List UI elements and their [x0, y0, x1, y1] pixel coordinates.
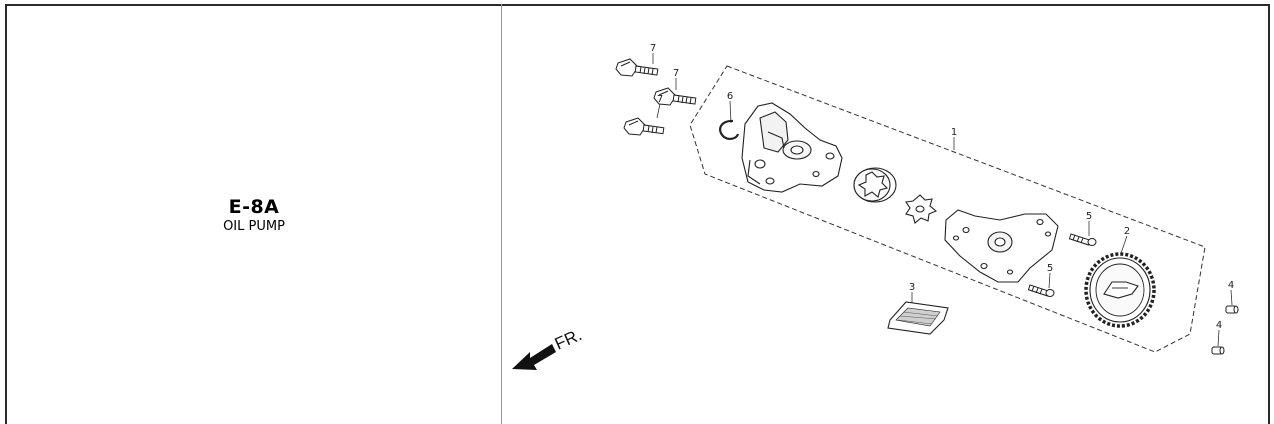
callout-2: 2 [1124, 226, 1130, 237]
callout-4-upper: 4 [1228, 280, 1234, 291]
inner-rotor [905, 194, 938, 224]
oil-strainer [887, 301, 949, 335]
callout-7-middle: 7 [673, 68, 679, 79]
callout-7-lower: 7 [657, 94, 663, 105]
pump-cover [944, 209, 1059, 283]
callout-3: 3 [909, 282, 915, 293]
diagram-frame [5, 4, 1270, 424]
flange-bolt-middle [653, 87, 697, 106]
title-block: E-8A OIL PUMP [7, 196, 501, 235]
dowel-pin-lower [1211, 346, 1225, 355]
outer-rotor [853, 167, 897, 203]
panel-divider [501, 4, 502, 424]
flange-bolt-lower [623, 117, 665, 136]
callout-5-lower: 5 [1047, 263, 1053, 274]
dowel-pin-upper [1225, 305, 1239, 314]
leader-lines [652, 53, 1233, 347]
flange-bolt-upper [615, 58, 659, 77]
snap-ring [719, 119, 740, 140]
front-direction-arrow [512, 344, 556, 370]
callout-1: 1 [951, 127, 957, 138]
callout-6: 6 [727, 91, 733, 102]
pump-screw-upper [1068, 233, 1097, 246]
callout-5-upper: 5 [1086, 211, 1092, 222]
callout-7-upper: 7 [650, 43, 656, 54]
section-name: OIL PUMP [223, 219, 285, 234]
section-code: E-8A [228, 196, 280, 218]
front-direction-label: FR. [552, 325, 585, 353]
pump-screw-lower [1027, 284, 1055, 297]
pump-body [741, 102, 843, 193]
callout-4-lower: 4 [1216, 320, 1222, 331]
driven-sprocket [1084, 252, 1156, 328]
